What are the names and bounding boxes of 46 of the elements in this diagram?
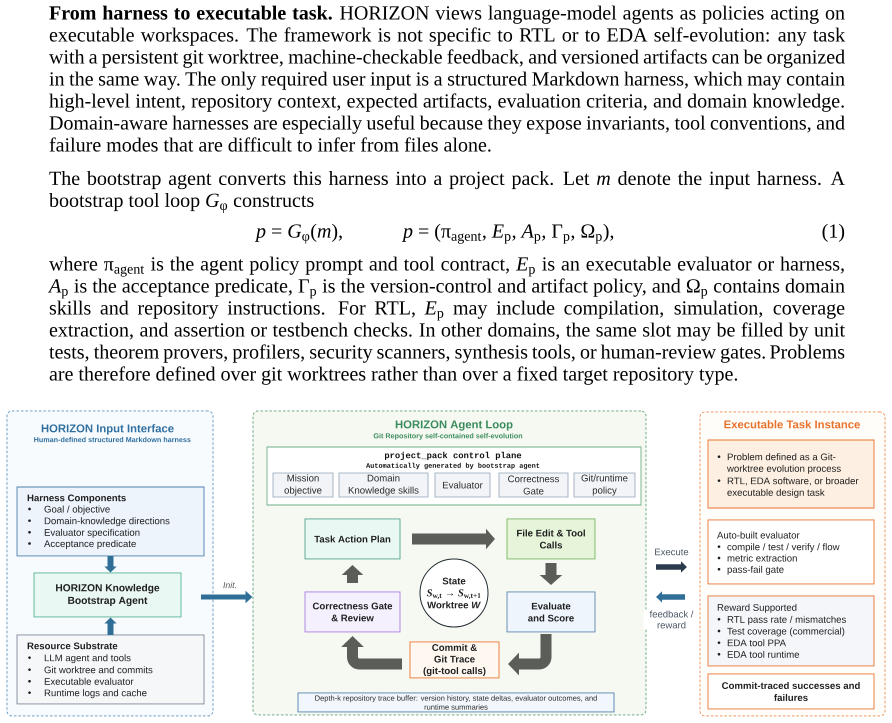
paragraph: From harness to executable task. HORIZON views language-model agents as policies acting on executable workspaces. The framework is not specific to RTL or to EDA self-evolution: any task with a persistent git worktree, machine-checkable feedback, and versioned artifacts can be organized in the same way. The only required user input is a structured Markdown harness, which may contain high-level intent, repository context, expected artifacts, evaluation criteria, and domain knowledge. Domain-aware harnesses are especially useful because they expose invariants, tool conventions, and failure modes that are difficult to infer from files alone. [49, 6, 846, 152]
list-item: metric extraction [728, 554, 797, 562]
box-heading: Reward Supported [718, 604, 796, 613]
list-item: Runtime logs and cache [44, 689, 147, 698]
edge-label: Init. [222, 580, 238, 590]
agent-box: HORIZON Knowledge Bootstrap Agent [34, 572, 182, 618]
process-box: Correctness Gate & Review [304, 592, 400, 632]
process-box: Evaluate and Score [506, 592, 596, 632]
list-item: Domain-knowledge directions [44, 517, 170, 526]
list-item: EDA tool runtime [728, 650, 800, 658]
component-box: Domain Knowledge skills [338, 472, 428, 498]
list-item: Evaluator specification [44, 528, 140, 538]
process-box: Task Action Plan [304, 518, 400, 560]
box-heading: Resource Substrate [28, 642, 118, 650]
component-box: Mission objective [272, 472, 334, 498]
panel-title: HORIZON Input Interface [42, 424, 174, 435]
box-heading: Auto-built evaluator [717, 532, 800, 539]
list-item: Test coverage (commercial) [727, 628, 844, 636]
list-item: RTL, EDA software, or broader executable design task [727, 477, 858, 498]
edge-label: feedback / reward [644, 610, 700, 630]
edge-label: Execute [653, 548, 690, 556]
list-item: Acceptance predicate [44, 540, 136, 549]
list-item: Git worktree and commits [44, 666, 152, 674]
equation-number: (1) [822, 224, 844, 242]
commit-box: Commit & Git Trace (git-tool calls) [410, 642, 500, 678]
component-box: Evaluator [434, 472, 490, 498]
list-item: pass-fail gate [728, 566, 784, 575]
process-box: File Edit & Tool Calls [506, 518, 596, 560]
panel-title: Executable Task Instance [724, 420, 860, 428]
box-heading: Harness Components [28, 494, 126, 504]
component-box: Correctness Gate [498, 472, 568, 498]
list-item: EDA tool PPA [728, 639, 786, 646]
paragraph: where π$_{agent}$ is the agent policy prompt and tool contract, E$_{p}$ is an executable evaluator or harness, A$_{p}$ is the acceptance predicate, Γ$_{p}$ is the version-control and artifact policy, and Ω$_{p}$ contains domain skills and repository instructions. For RTL, E$_{p}$ may include compilation, simulation, coverage extraction, and assertion or testbench checks. In other domains, the same slot may be filled by unit tests, theorem provers, profilers, security scanners, synthesis tools, or human-review gates. Problems are therefore defined over git worktrees rather than over a fixed target repository type. [48, 256, 845, 385]
component-box: Git/runtime policy [574, 472, 636, 498]
equation: p = (π$_{agent}$, E$_{p}$, A$_{p}$, Γ$_{p}$, Ω$_{p}$), [402, 224, 614, 244]
list-item: RTL pass rate / mismatches [728, 616, 846, 625]
paragraph: The bootstrap agent converts this harness into a project pack. Let m denote the input harness. A bootstrap tool loop G$_{φ}$ constructs [49, 170, 845, 213]
list-item: compile / test / verify / flow [727, 543, 840, 552]
result-box: Commit-traced successes and failures [708, 674, 874, 710]
equation: p = G$_{φ}$(m), [254, 224, 342, 244]
plane-title: project_pack control plane [384, 452, 522, 460]
list-item: Goal / objective [44, 506, 110, 514]
list-item: Problem defined as a Git-worktree evolution process [726, 453, 841, 474]
list-item: Executable evaluator [44, 678, 134, 685]
list-item: LLM agent and tools [44, 654, 131, 664]
panel-title: HORIZON Agent Loop [396, 420, 513, 431]
